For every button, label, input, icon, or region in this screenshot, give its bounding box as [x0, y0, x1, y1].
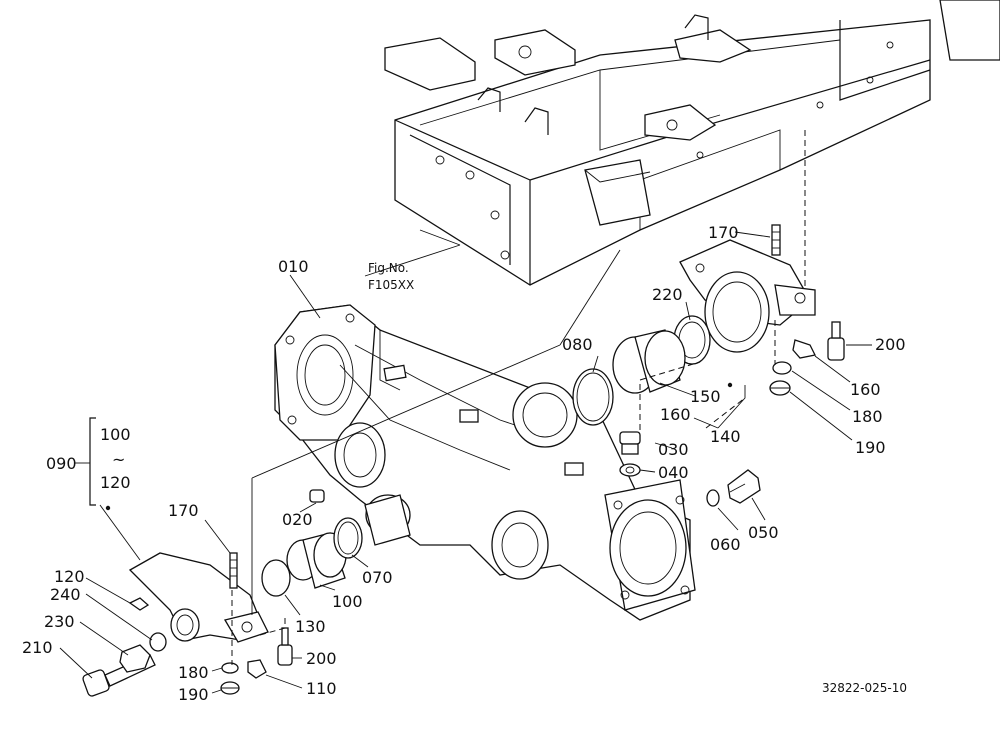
callout-210: 210	[22, 638, 53, 657]
group-label-range: ~	[112, 450, 125, 469]
callout-120: 120	[54, 567, 85, 586]
group-label-to: 120	[100, 473, 131, 492]
callout-040: 040	[658, 463, 689, 482]
figure-ref-line1: Fig.No.	[368, 261, 409, 275]
callout-labels: 010 Fig.No. F105XX 170 220 080 150 160 1…	[22, 223, 907, 704]
callout-020: 020	[282, 510, 313, 529]
group-label-from: 100	[100, 425, 131, 444]
callout-150: 150	[690, 387, 721, 406]
axle-housing	[274, 304, 696, 621]
callout-080: 080	[562, 335, 593, 354]
callout-190-right: 190	[855, 438, 886, 457]
callout-200-left: 200	[306, 649, 337, 668]
drawing-number: 32822-025-10	[822, 681, 907, 695]
callout-240: 240	[50, 585, 81, 604]
callout-010: 010	[278, 257, 309, 276]
leader-lines	[59, 231, 872, 694]
callout-140: 140	[710, 427, 741, 446]
callout-160-mid: 160	[660, 405, 691, 424]
callout-170-right: 170	[708, 223, 739, 242]
front-bracket-group	[82, 489, 363, 697]
callout-030: 030	[658, 440, 689, 459]
rear-bracket-group	[572, 130, 845, 507]
callout-190-left: 190	[178, 685, 209, 704]
callout-050: 050	[748, 523, 779, 542]
frame-assembly	[384, 0, 1000, 286]
callout-100: 100	[332, 592, 363, 611]
callout-160-right: 160	[850, 380, 881, 399]
callout-220: 220	[652, 285, 683, 304]
callout-130: 130	[295, 617, 326, 636]
callout-230: 230	[44, 612, 75, 631]
callout-070: 070	[362, 568, 393, 587]
callout-180-left: 180	[178, 663, 209, 682]
callout-200-right: 200	[875, 335, 906, 354]
assembly-lines	[251, 229, 621, 615]
callout-110: 110	[306, 679, 337, 698]
figure-ref-line2: F105XX	[368, 278, 414, 292]
group-label-main: 090	[46, 454, 77, 473]
callout-180-right: 180	[852, 407, 883, 426]
callout-060: 060	[710, 535, 741, 554]
callout-170-left: 170	[168, 501, 199, 520]
